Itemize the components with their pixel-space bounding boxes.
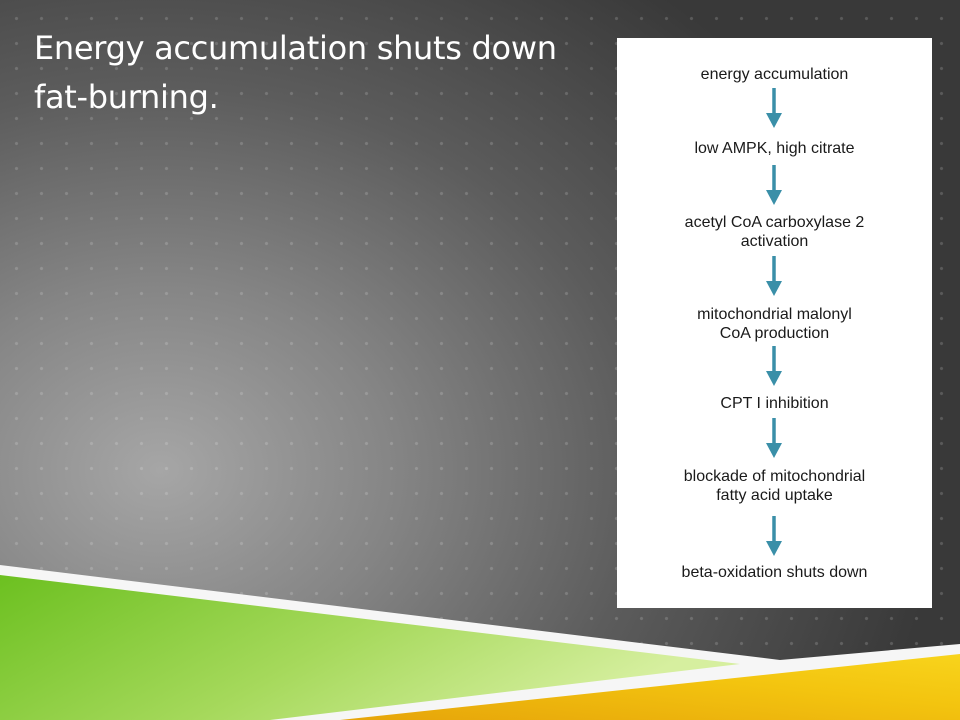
flow-step-6: blockade of mitochondrial fatty acid upt… bbox=[617, 467, 932, 505]
flow-step-3-line1: acetyl CoA carboxylase 2 bbox=[684, 214, 865, 231]
flow-arrow-6 bbox=[766, 516, 782, 556]
flow-step-7: beta-oxidation shuts down bbox=[617, 563, 932, 582]
flowchart-panel: energy accumulation low AMPK, high citra… bbox=[617, 38, 932, 608]
flow-step-6-line1: blockade of mitochondrial bbox=[683, 468, 866, 485]
flow-arrow-5 bbox=[766, 418, 782, 458]
flow-arrow-4 bbox=[766, 346, 782, 386]
flow-step-1: energy accumulation bbox=[617, 65, 932, 84]
flow-step-5-line1: CPT I inhibition bbox=[720, 395, 829, 412]
flow-step-6-line2: fatty acid uptake bbox=[716, 487, 833, 504]
flow-step-4-line2: CoA production bbox=[719, 325, 830, 342]
flow-step-4: mitochondrial malonyl CoA production bbox=[617, 305, 932, 343]
yellow-band-shape bbox=[340, 654, 960, 720]
flow-step-3-line2: activation bbox=[740, 233, 809, 250]
flow-step-2-line1: low AMPK, high citrate bbox=[694, 140, 855, 157]
flow-step-7-line1: beta-oxidation shuts down bbox=[681, 564, 868, 581]
flow-arrow-2 bbox=[766, 165, 782, 205]
flow-step-4-line1: mitochondrial malonyl bbox=[697, 306, 852, 323]
slide-title: Energy accumulation shuts down fat-burni… bbox=[34, 29, 557, 116]
flow-step-3: acetyl CoA carboxylase 2 activation bbox=[617, 213, 932, 251]
flow-step-2: low AMPK, high citrate bbox=[617, 139, 932, 158]
flow-step-5: CPT I inhibition bbox=[617, 394, 932, 413]
green-band-shape bbox=[0, 575, 740, 720]
flow-arrow-1 bbox=[766, 88, 782, 128]
flow-arrow-3 bbox=[766, 256, 782, 296]
flow-step-1-line1: energy accumulation bbox=[700, 66, 849, 83]
